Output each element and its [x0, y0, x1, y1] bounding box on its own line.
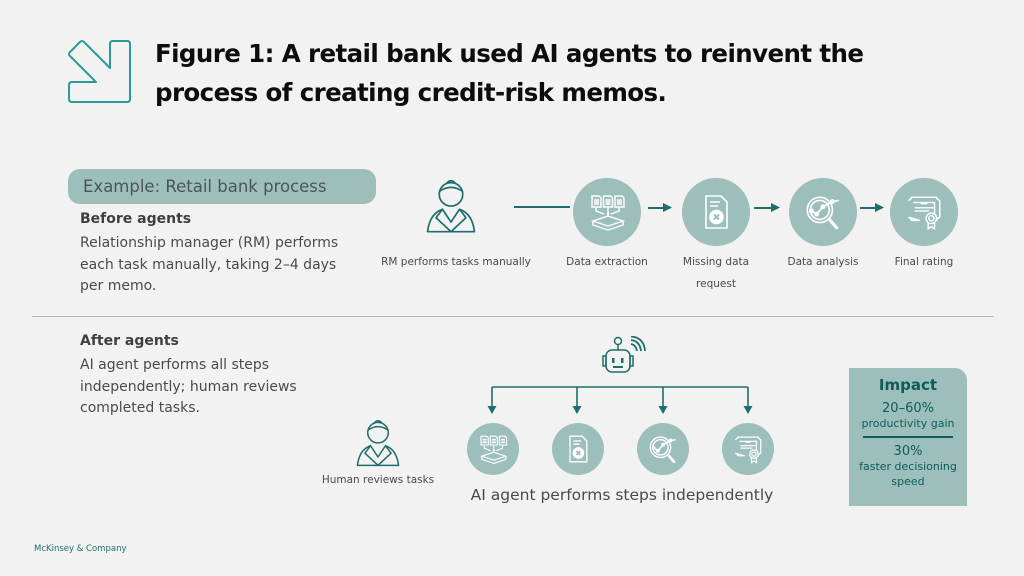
agent-step-missing-data: [552, 423, 604, 475]
missing-document-icon: [696, 192, 736, 232]
connector-line: [514, 206, 570, 208]
step-data-extraction: [573, 178, 641, 246]
impact-metric-value: 20–60%: [882, 401, 934, 416]
arrowhead-icon: [875, 203, 884, 212]
agent-branch-connector: [487, 386, 753, 414]
agent-step-data-analysis: [637, 423, 689, 475]
magnifier-chart-icon: [646, 432, 680, 466]
page-title: Figure 1: A retail bank used AI agents t…: [155, 39, 864, 107]
arrow-right-icon: [754, 207, 778, 209]
example-label: Example: Retail bank process: [68, 169, 376, 204]
arrowhead-icon: [771, 203, 780, 212]
data-extraction-icon: [477, 433, 509, 465]
certificate-icon: [731, 432, 765, 466]
human-person-icon: [350, 414, 406, 470]
impact-heading: Impact: [878, 376, 938, 394]
agent-steps-caption: AI agent performs steps independently: [470, 486, 774, 504]
agent-step-data-extraction: [467, 423, 519, 475]
magnifier-chart-icon: [802, 191, 844, 233]
before-description: Relationship manager (RM) performs each …: [80, 235, 339, 294]
arrow-down-right-icon: [66, 38, 134, 106]
step-final-rating: [890, 178, 958, 246]
missing-document-icon: [562, 433, 594, 465]
data-extraction-icon: [587, 192, 627, 232]
after-description: AI agent performs all steps independentl…: [80, 357, 297, 416]
certificate-icon: [903, 191, 945, 233]
rm-caption: RM performs tasks manually: [381, 256, 531, 268]
before-heading: Before agents: [80, 211, 192, 227]
robot-icon: [596, 336, 656, 386]
brand-footer: McKinsey & Company: [34, 544, 127, 554]
step-missing-data: [682, 178, 750, 246]
step-caption-missing-data: Missing data request: [682, 256, 750, 290]
step-caption-data-analysis: Data analysis: [787, 256, 859, 268]
arrow-right-icon: [860, 207, 882, 209]
impact-metric-label: faster decisioning speed: [859, 459, 957, 488]
agent-step-final-rating: [722, 423, 774, 475]
impact-box: Impact 20–60% productivity gain 30% fast…: [849, 368, 967, 506]
arrowhead-icon: [663, 203, 672, 212]
impact-metric-label: productivity gain: [861, 417, 955, 430]
step-data-analysis: [789, 178, 857, 246]
impact-divider: [863, 436, 953, 438]
step-caption-data-extraction: Data extraction: [566, 256, 648, 268]
step-caption-final-rating: Final rating: [894, 256, 954, 268]
human-caption: Human reviews tasks: [321, 474, 435, 486]
rm-person-icon: [419, 173, 483, 237]
after-heading: After agents: [80, 333, 179, 349]
arrow-right-icon: [648, 207, 670, 209]
impact-metric-value: 30%: [893, 443, 923, 459]
section-divider: [32, 316, 994, 317]
